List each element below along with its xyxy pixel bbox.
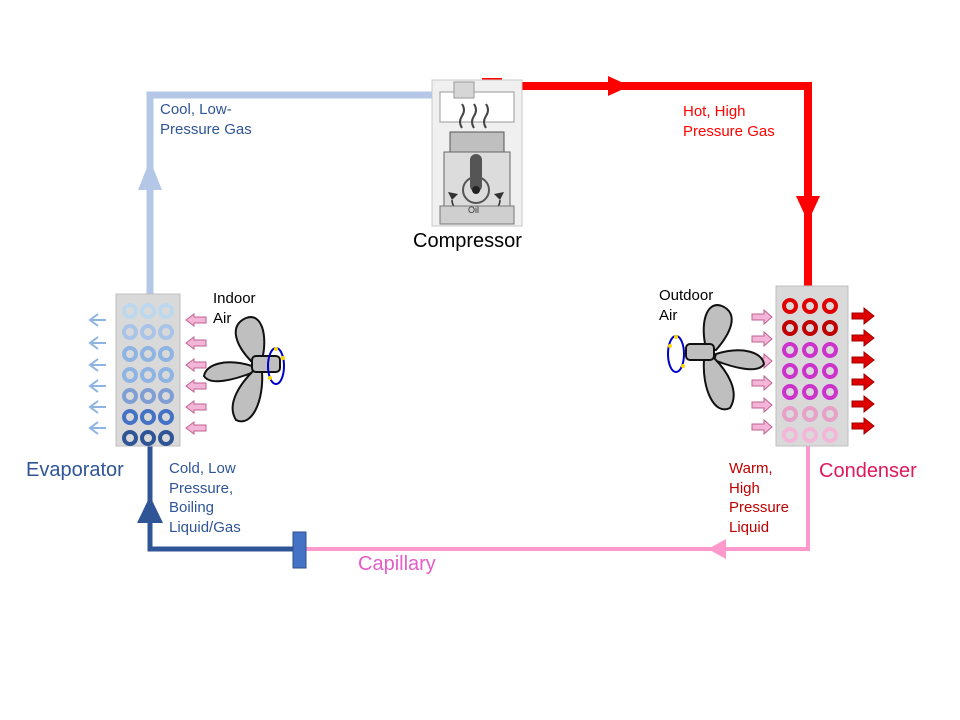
warm-liquid-arrow-icon bbox=[708, 539, 726, 559]
outdoor-air-label: Outdoor Air bbox=[659, 286, 713, 325]
cold-liquid-label-line2: Pressure, bbox=[169, 479, 234, 497]
cool-gas-arrow-icon bbox=[138, 160, 162, 190]
hot-gas-label-line2: Pressure Gas bbox=[683, 122, 775, 140]
cool-gas-label-line1: Cool, Low- bbox=[160, 101, 232, 118]
compressor-label: Compressor bbox=[413, 230, 522, 252]
warm-liquid-pipe bbox=[300, 435, 810, 559]
outdoor-fan-icon bbox=[667, 304, 766, 411]
condenser-label: Condenser bbox=[819, 460, 917, 482]
outdoor-air-label-line1: Outdoor bbox=[659, 287, 714, 304]
cold-liquid-label-line4: Liquid/Gas bbox=[169, 518, 241, 536]
indoor-air-label-line1: Indoor bbox=[213, 290, 256, 307]
oil-label: Oil bbox=[468, 205, 479, 215]
evaporator-cool-air-arrows bbox=[88, 313, 106, 435]
condenser-coil-icon bbox=[775, 285, 849, 447]
indoor-air-label: Indoor Air bbox=[213, 289, 256, 328]
condenser-hot-air-arrows bbox=[851, 306, 875, 436]
cold-liquid-label: Cold, Low Pressure, Boiling Liquid/Gas bbox=[169, 459, 241, 537]
warm-liquid-label: Warm, High Pressure Liquid bbox=[729, 459, 789, 537]
cool-gas-label-line2: Pressure Gas bbox=[160, 120, 252, 138]
evaporator-label: Evaporator bbox=[26, 459, 124, 481]
compressor-icon bbox=[431, 79, 523, 227]
hot-gas-down-arrow-icon bbox=[796, 196, 820, 222]
cool-gas-label: Cool, Low- Pressure Gas bbox=[160, 100, 252, 139]
outdoor-air-arrows bbox=[751, 308, 773, 436]
cool-gas-pipe bbox=[138, 91, 475, 310]
hot-gas-label: Hot, High Pressure Gas bbox=[683, 102, 775, 141]
hot-gas-arrow-icon bbox=[608, 76, 630, 96]
outdoor-air-label-line2: Air bbox=[659, 306, 678, 324]
warm-liquid-label-line2: High bbox=[729, 479, 760, 497]
cold-liquid-label-line1: Cold, Low bbox=[169, 460, 236, 477]
indoor-air-label-line2: Air bbox=[213, 309, 232, 327]
warm-liquid-label-line1: Warm, bbox=[729, 460, 773, 477]
cold-liquid-label-line3: Boiling bbox=[169, 499, 215, 516]
evaporator-coil-icon bbox=[115, 293, 181, 447]
indoor-air-arrows bbox=[185, 313, 207, 435]
cold-liquid-arrow-icon bbox=[137, 496, 163, 523]
warm-liquid-label-line3: Pressure bbox=[729, 499, 790, 516]
cold-liquid-pipe bbox=[137, 440, 300, 552]
indoor-fan-icon bbox=[202, 316, 285, 423]
hot-gas-label-line1: Hot, High bbox=[683, 103, 746, 120]
warm-liquid-label-line4: Liquid bbox=[729, 518, 770, 536]
capillary-label: Capillary bbox=[358, 553, 436, 575]
capillary-block bbox=[292, 531, 307, 569]
